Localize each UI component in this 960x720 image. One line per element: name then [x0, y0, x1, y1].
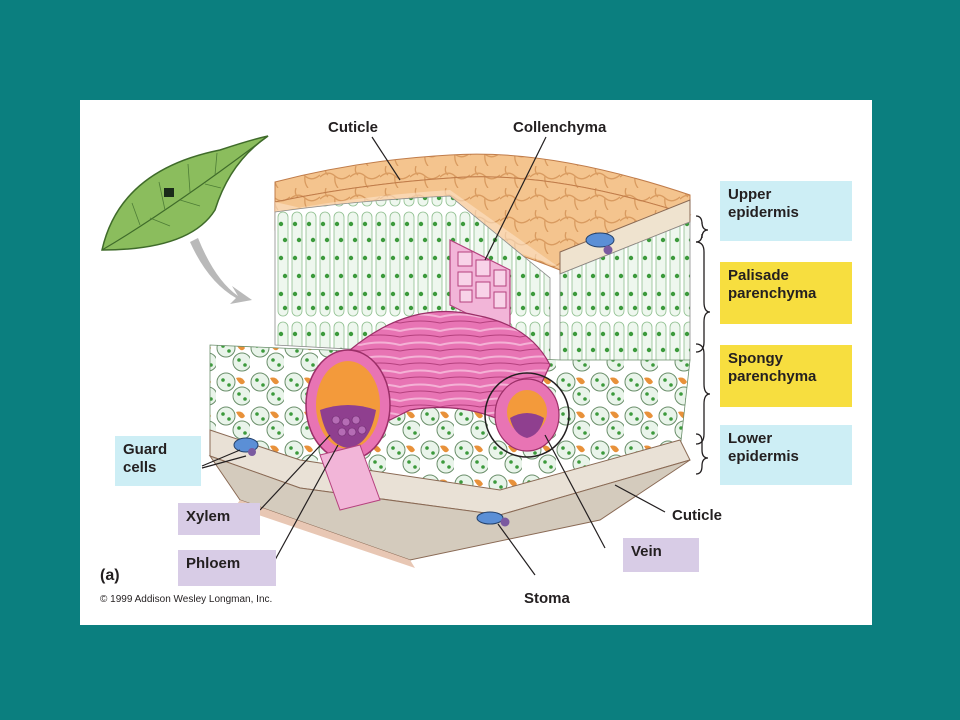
guard-cells-left — [233, 437, 259, 456]
guard-cells-upper — [585, 232, 615, 255]
label-box-guard-cells: Guard cells — [115, 436, 201, 486]
magnify-arrow-icon — [190, 238, 252, 304]
copyright-notice: © 1999 Addison Wesley Longman, Inc. — [100, 594, 273, 605]
stoma-pore — [476, 511, 510, 527]
label-collenchyma: Collenchyma — [513, 119, 607, 136]
label-box-phloem: Phloem — [178, 550, 276, 586]
label-xylem: Xylem — [186, 508, 231, 525]
diagram-slide: Cuticle Collenchyma Upper epidermis Pali… — [80, 100, 872, 625]
label-palisade-parenchyma: Palisade parenchyma — [728, 267, 817, 302]
label-box-vein: Vein — [623, 538, 699, 572]
label-box-spongy: Spongy parenchyma — [720, 345, 852, 407]
label-cuticle-top: Cuticle — [328, 119, 379, 136]
leaf-cross-section-illustration — [101, 135, 711, 576]
label-vein: Vein — [631, 543, 662, 560]
panel-letter: (a) — [100, 567, 120, 584]
label-spongy-parenchyma: Spongy parenchyma — [728, 350, 817, 385]
label-guard-cells: Guard cells — [123, 441, 168, 476]
small-vein-highlight — [484, 372, 570, 458]
tissue-brackets — [695, 215, 711, 475]
label-phloem: Phloem — [186, 555, 241, 572]
label-cuticle-bottom: Cuticle — [672, 507, 723, 524]
label-stoma: Stoma — [524, 590, 570, 607]
leader-lines — [201, 136, 666, 576]
label-box-palisade: Palisade parenchyma — [720, 262, 852, 324]
whole-leaf-icon — [101, 135, 269, 251]
label-box-xylem: Xylem — [178, 503, 260, 535]
label-box-lower-epidermis: Lower epidermis — [720, 425, 852, 485]
label-box-upper-epidermis: Upper epidermis — [720, 181, 852, 241]
label-lower-epidermis: Lower epidermis — [728, 430, 799, 465]
label-upper-epidermis: Upper epidermis — [728, 186, 799, 221]
